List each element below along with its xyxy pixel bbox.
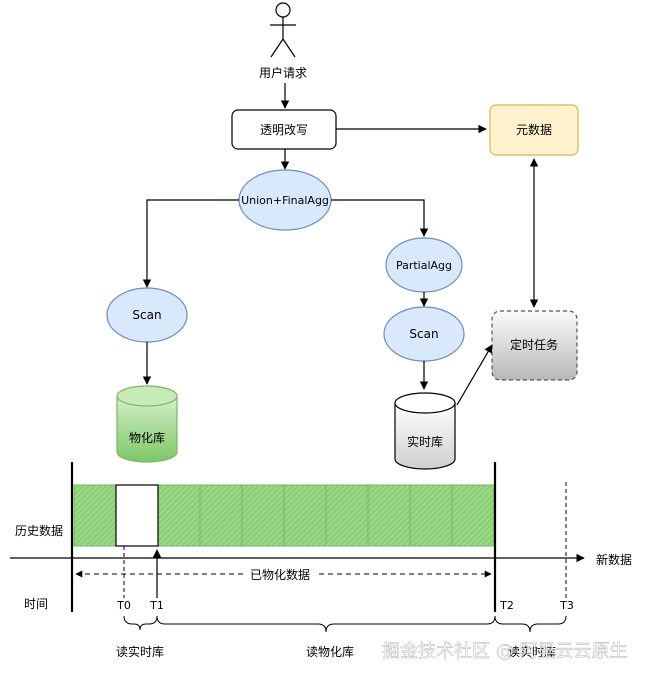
- realtime-window-block: [115, 484, 159, 547]
- realtime-store-label: 实时库: [407, 434, 443, 449]
- user-actor-icon: [270, 2, 296, 58]
- brace-read-right: [494, 615, 567, 633]
- history-data-label: 历史数据: [15, 523, 63, 538]
- scan-left-label: Scan: [132, 308, 161, 322]
- arrow-union-to-left-scan: [142, 199, 239, 288]
- read-materialized-label: 读物化库: [306, 644, 354, 659]
- read-right-label: 读实时库: [508, 644, 556, 659]
- metadata-box: [489, 104, 579, 156]
- scan-right-label: Scan: [409, 327, 438, 341]
- metadata-label: 元数据: [516, 122, 552, 137]
- realtime-store-cylinder: [394, 392, 456, 470]
- tick-t1: T1: [149, 599, 164, 612]
- read-realtime-label: 读实时库: [116, 644, 164, 659]
- tick-t3: T3: [559, 599, 574, 612]
- arrow-realtime-to-task: [456, 344, 493, 406]
- materialized-store-label: 物化库: [129, 430, 165, 445]
- tick-t0: T0: [116, 599, 131, 612]
- span-label-bg: [244, 566, 316, 582]
- new-data-label: 新数据: [596, 552, 632, 567]
- partialagg-label: PartialAgg: [396, 259, 452, 272]
- user-request-label: 用户请求: [259, 65, 307, 80]
- scheduled-task-label: 定时任务: [510, 337, 558, 352]
- tick-t2: T2: [499, 599, 514, 612]
- arrow-union-to-partialagg: [331, 199, 429, 237]
- union-finalagg-label: Union+FinalAgg: [241, 194, 329, 207]
- brace-read-realtime: [123, 615, 158, 631]
- transparent-rewrite-label: 透明改写: [260, 123, 308, 137]
- brace-read-materialized: [156, 615, 496, 633]
- materialized-store-cylinder: [116, 385, 178, 463]
- time-label: 时间: [24, 597, 48, 611]
- watermark-text: 掘金技术社区 @ 阿里云云原生: [382, 641, 627, 662]
- materialized-span-label: 已物化数据: [250, 567, 310, 582]
